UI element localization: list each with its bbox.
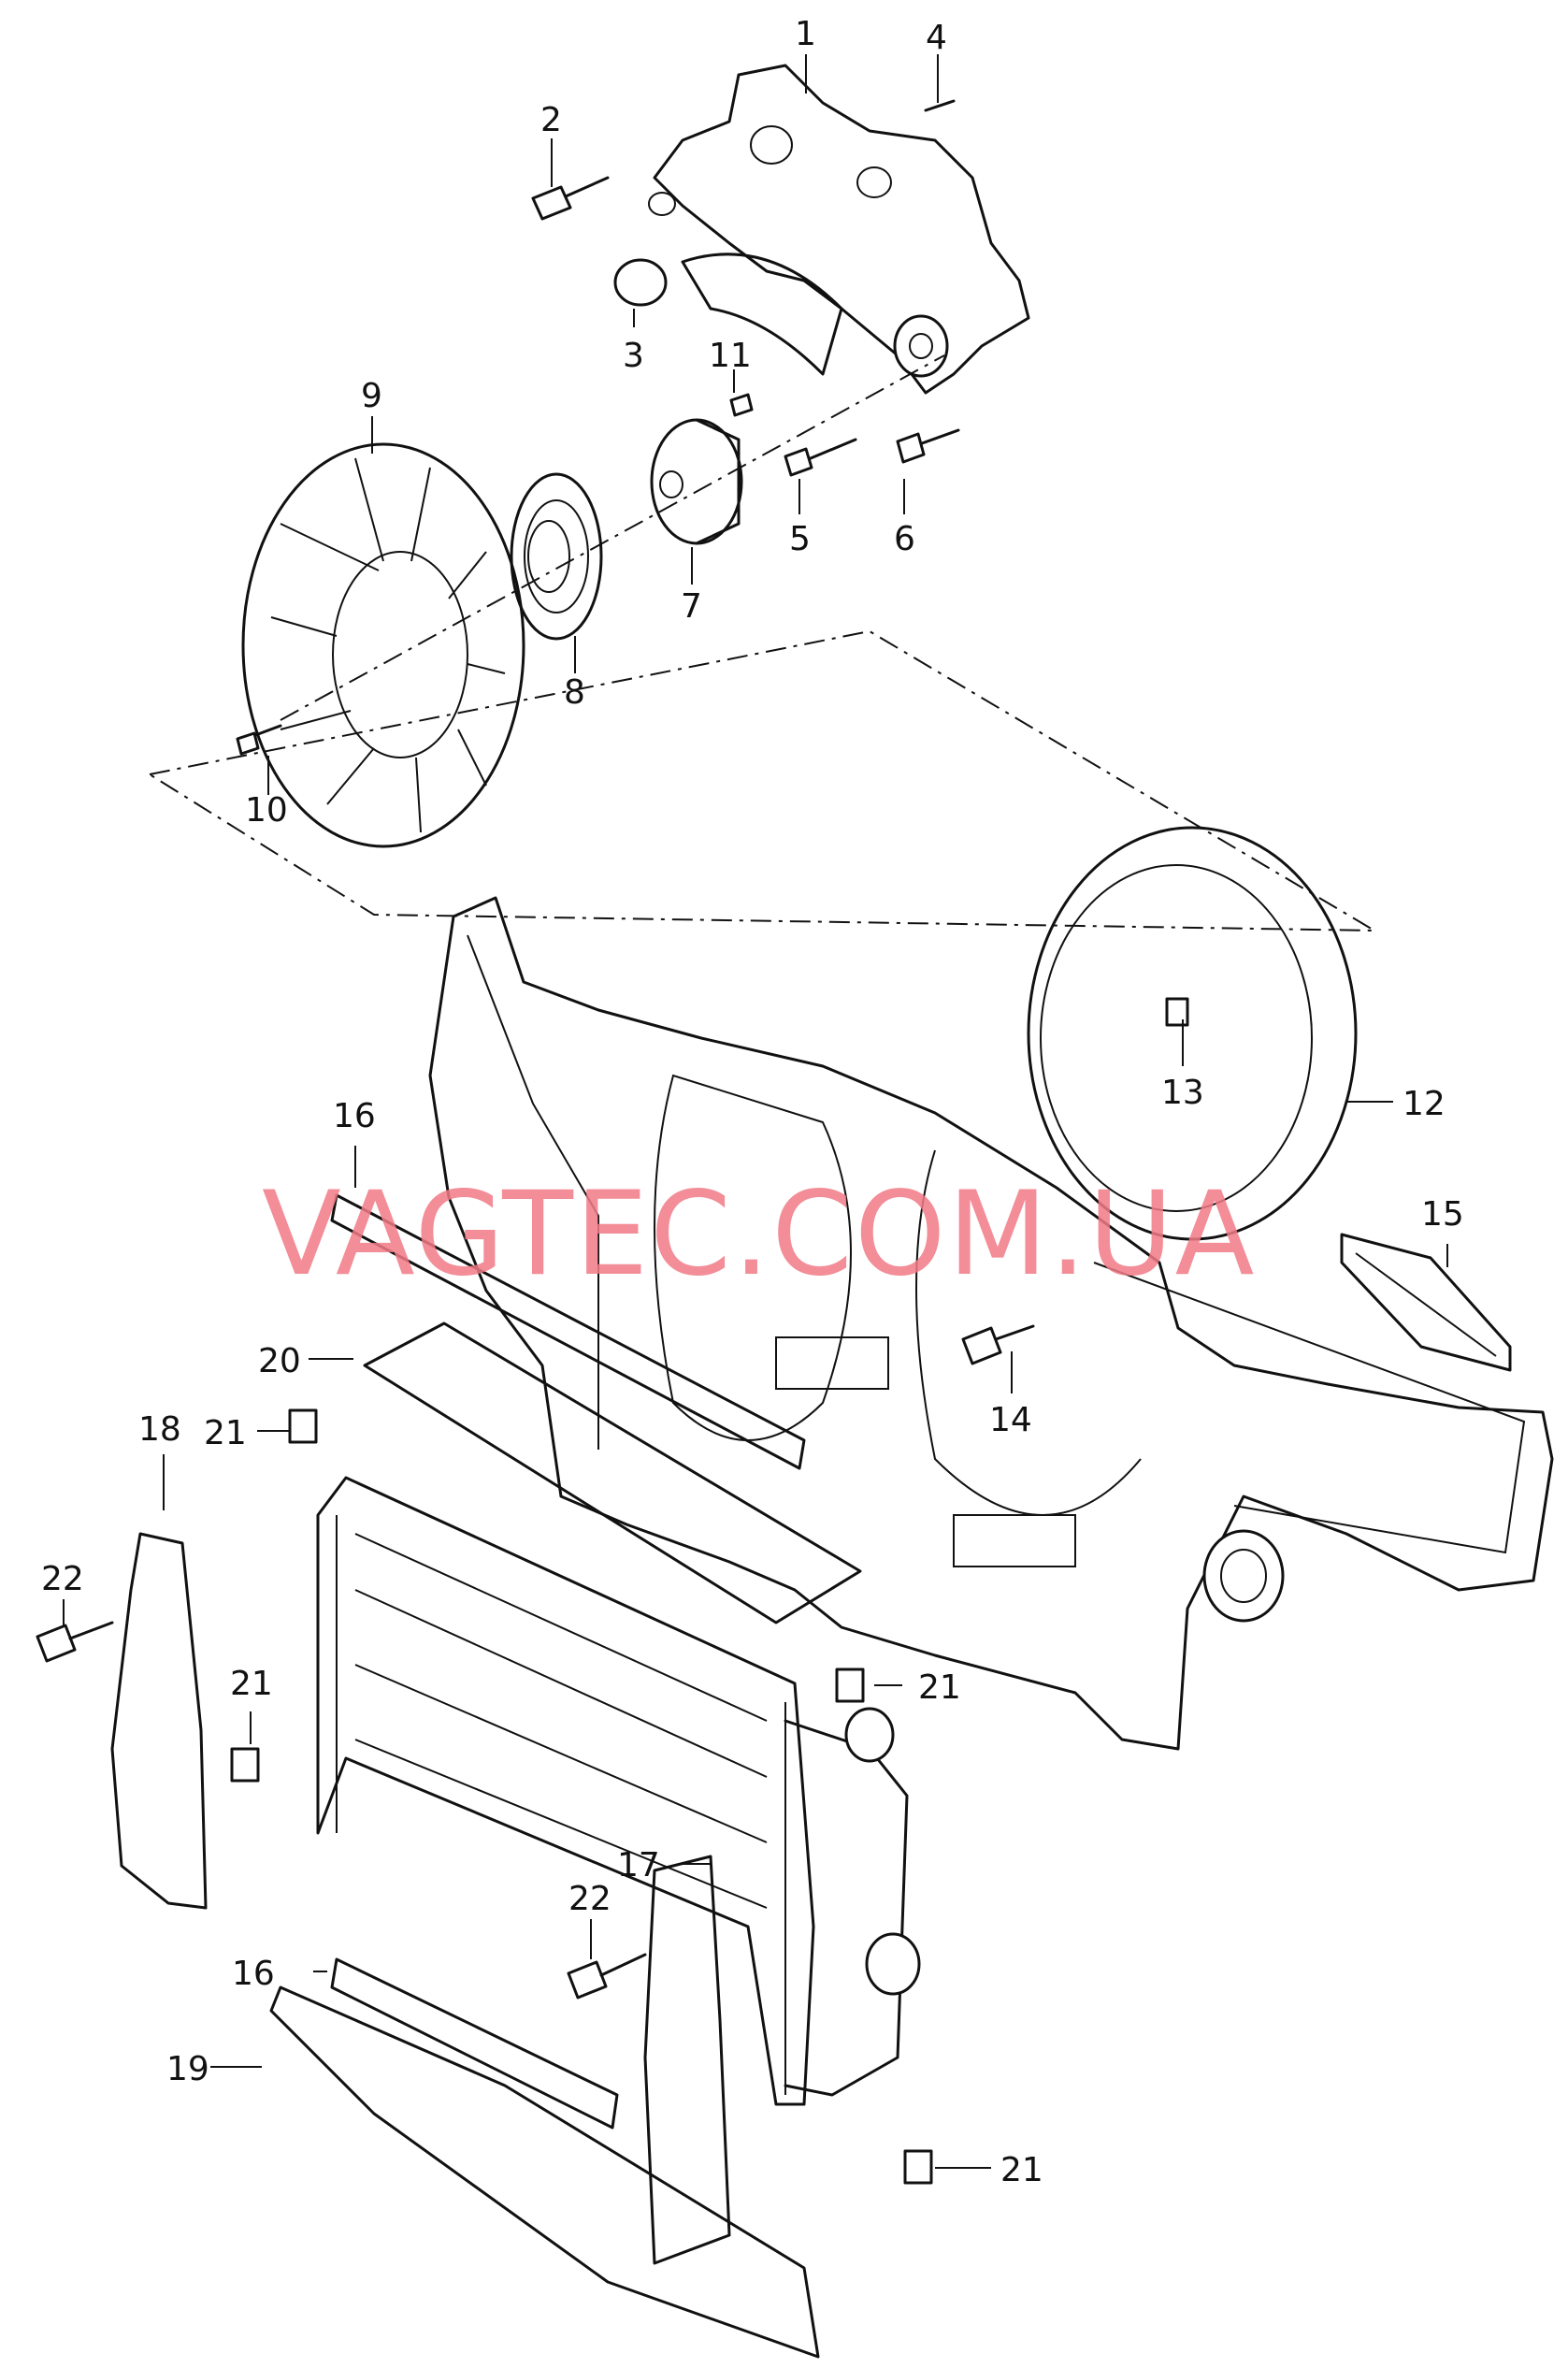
radiator: [316, 1476, 921, 2106]
callout-12: 12: [1403, 1085, 1446, 1123]
callout-5: 5: [789, 520, 811, 558]
seal-strip-upper: [330, 1193, 806, 1470]
fan-bracket: [648, 64, 1030, 395]
callout-1: 1: [795, 15, 816, 53]
callout-18: 18: [138, 1410, 181, 1449]
callout-15: 15: [1421, 1195, 1464, 1234]
fan-shroud: [1027, 826, 1358, 1241]
callout-21-a: 21: [204, 1414, 247, 1452]
lock-carrier: [428, 896, 1554, 1751]
viscous-coupling: [650, 418, 743, 545]
bolt-22-left: [36, 1621, 114, 1663]
callout-16-upper: 16: [333, 1097, 376, 1135]
callout-16-lower: 16: [232, 1955, 275, 1993]
bolt-2: [531, 176, 610, 221]
axis-centerline: [280, 354, 945, 721]
callout-21-d: 21: [1000, 2151, 1043, 2189]
callout-3: 3: [623, 337, 644, 375]
callout-4: 4: [926, 19, 947, 57]
callout-2: 2: [540, 101, 562, 139]
callout-22-left: 22: [41, 1560, 84, 1598]
dowel-pin: [924, 99, 956, 112]
side-bracket-17: [643, 1855, 731, 2265]
seal-strip-lower: [330, 1957, 619, 2130]
callout-10: 10: [245, 791, 288, 830]
callout-6: 6: [894, 520, 915, 558]
leader-lines: [63, 54, 1448, 2169]
callout-11: 11: [709, 337, 752, 375]
air-guide-19: [269, 1985, 820, 2359]
fan-group-boundary: [147, 629, 1378, 932]
air-guide-15: [1340, 1233, 1512, 1372]
callout-7: 7: [681, 587, 702, 626]
bolt-22-right: [567, 1953, 647, 2000]
cap-3: [613, 258, 668, 307]
clips-21: [230, 1408, 933, 2185]
fan-wheel: [241, 442, 525, 848]
callout-21-c: 21: [918, 1668, 961, 1707]
callout-20: 20: [258, 1342, 301, 1380]
callout-19: 19: [166, 2050, 209, 2088]
watermark: VAGTEC.COM.UA: [262, 1167, 1256, 1302]
side-bracket-18: [110, 1532, 208, 1910]
bolt-14: [961, 1324, 1035, 1365]
bolts-5-6-10-11: [236, 393, 960, 756]
callout-14: 14: [989, 1401, 1032, 1439]
callout-22-right: 22: [568, 1880, 611, 1918]
callout-21-b: 21: [230, 1665, 273, 1703]
callout-9: 9: [361, 377, 382, 415]
callout-8: 8: [564, 673, 585, 712]
callout-13: 13: [1161, 1074, 1204, 1112]
callout-17: 17: [617, 1846, 660, 1884]
fan-clutch: [510, 472, 603, 641]
cover-20: [363, 1321, 862, 1624]
callouts: 1 2 3 4 5 6 7 8 9 10 11 12 13 14 15 16 1…: [41, 15, 1464, 2189]
